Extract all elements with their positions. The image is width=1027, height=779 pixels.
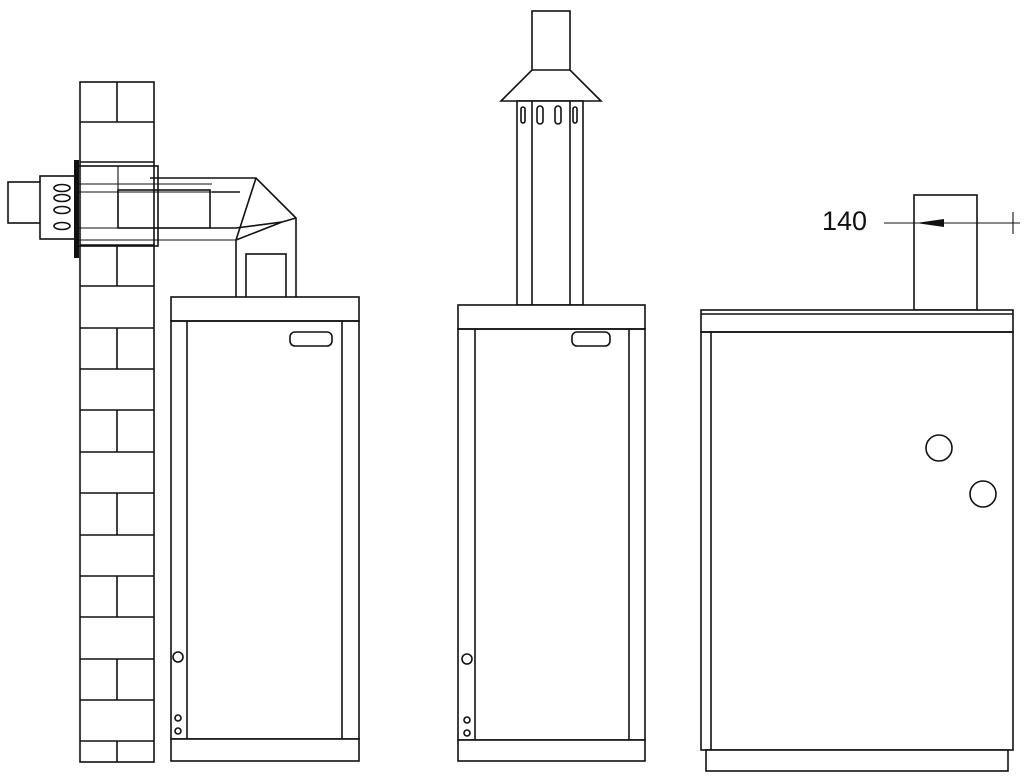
vertical-flue	[499, 10, 603, 317]
dimension-label: 140	[822, 206, 868, 236]
brick-wall	[79, 81, 155, 763]
horizontal-flue	[7, 160, 297, 307]
boiler-front-left	[170, 296, 360, 762]
boiler-side-view	[700, 194, 1014, 772]
boiler-front-center	[457, 304, 646, 762]
dimension-140	[884, 212, 1020, 234]
